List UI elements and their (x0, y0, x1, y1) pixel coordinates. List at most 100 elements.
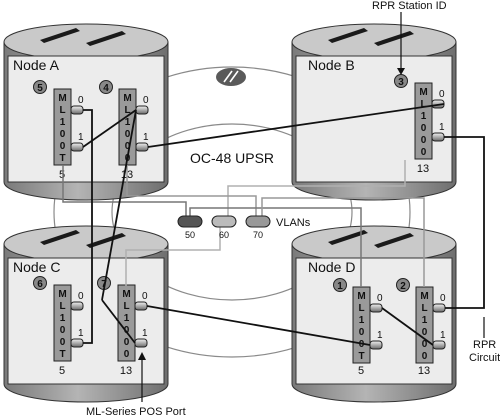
node-a-panel (7, 55, 165, 183)
node-b: Node B 3 M L 1 0 0 0 0 1 13 (291, 23, 457, 201)
vlan-connectors: 50 60 70 (177, 215, 271, 240)
node-d-ml1000-port-0 (432, 303, 446, 313)
node-c-ml1000-port-1 (134, 338, 148, 348)
node-a-title: Node A (13, 57, 60, 73)
vlan-60-connector (211, 215, 237, 228)
rpr-links (82, 103, 485, 346)
svg-text:1: 1 (78, 328, 84, 339)
node-d-station-badge (333, 278, 347, 292)
node-d-top-slits (328, 230, 414, 248)
vlan-50-label: 50 (185, 230, 195, 240)
svg-text:L: L (420, 99, 426, 110)
svg-text:L: L (59, 105, 65, 116)
node-c-title: Node C (13, 259, 60, 275)
svg-text:6: 6 (37, 279, 43, 290)
link-a-ml1000-p1-to-b-p0 (147, 103, 445, 148)
svg-text:0: 0 (359, 327, 365, 338)
node-c-ml1000-port-0 (134, 301, 148, 311)
rpr-circuit-label-line1: RPR (473, 339, 496, 351)
svg-text:1: 1 (124, 313, 130, 324)
svg-text:0: 0 (78, 291, 84, 302)
svg-text:1: 1 (421, 111, 427, 122)
svg-text:M: M (122, 289, 130, 300)
svg-text:0: 0 (440, 293, 446, 304)
svg-text:0: 0 (124, 349, 130, 360)
svg-text:5: 5 (59, 365, 65, 377)
svg-text:L: L (59, 301, 65, 312)
node-c-panel (7, 257, 165, 385)
svg-text:1: 1 (142, 328, 148, 339)
link-a-ml1000-p0-to-c-ml1000-p1 (101, 109, 137, 301)
node-c: Node C 6 M L 1 0 0 T 0 1 5 7 M L 1 0 0 (3, 225, 169, 403)
svg-text:0: 0 (377, 293, 383, 304)
node-a-ml1000-port-0 (135, 105, 149, 115)
svg-text:0: 0 (60, 337, 66, 348)
svg-text:M: M (357, 291, 365, 302)
svg-text:4: 4 (103, 83, 109, 94)
station-id-arrowhead (397, 68, 405, 75)
svg-text:5: 5 (59, 169, 65, 181)
link-d-ml100t-p0-to-d-ml1000-p1 (381, 307, 434, 346)
svg-text:1: 1 (78, 132, 84, 143)
svg-text:13: 13 (418, 365, 430, 377)
link-a-ml100t-p0-to-c-ml100t-p1 (83, 109, 93, 344)
node-b-title: Node B (308, 57, 355, 73)
svg-text:0: 0 (124, 337, 130, 348)
node-b-ml1000-port-1 (431, 132, 445, 142)
vlan-lines (62, 160, 425, 287)
svg-text:L: L (421, 303, 427, 314)
ring-label: OC-48 UPSR (190, 150, 274, 166)
node-b-top-slits (328, 28, 414, 46)
vlan-70-connector (245, 215, 271, 228)
node-a-ml1000-port-1 (135, 142, 149, 152)
rpr-circuit-b-to-d (444, 136, 485, 309)
svg-text:1: 1 (337, 281, 343, 292)
svg-text:1: 1 (422, 315, 428, 326)
fiber-link-icon (216, 68, 246, 86)
link-c-ml1000-p0-to-d-ml100t-p1 (146, 305, 371, 346)
svg-text:3: 3 (398, 77, 404, 88)
svg-text:M: M (58, 289, 66, 300)
vlan-line-70-a (126, 165, 257, 218)
node-d-title: Node D (308, 259, 355, 275)
rpr-station-id-label: RPR Station ID (372, 0, 447, 12)
svg-text:0: 0 (125, 129, 131, 140)
svg-text:0: 0 (60, 129, 66, 140)
svg-text:L: L (124, 105, 130, 116)
svg-text:0: 0 (60, 325, 66, 336)
svg-text:0: 0 (422, 327, 428, 338)
svg-text:1: 1 (439, 122, 445, 133)
vlan-70-label: 70 (253, 230, 263, 240)
svg-text:0: 0 (439, 89, 445, 100)
node-a-station-badge (33, 80, 47, 94)
svg-text:0: 0 (78, 95, 84, 106)
svg-text:1: 1 (377, 330, 383, 341)
svg-text:M: M (58, 93, 66, 104)
svg-text:0: 0 (421, 147, 427, 158)
node-a-ml100t-port-1 (70, 142, 84, 152)
rpr-circuit-label-line2: Circuit (469, 352, 500, 364)
vlan-line-60-c (125, 226, 221, 286)
node-d: Node D 1 M L 1 0 0 T 0 1 5 2 M L 1 0 0 (291, 225, 457, 403)
node-b-card-ml1000: 3 M L 1 0 0 0 0 1 13 (394, 74, 445, 175)
node-a-top-slits (40, 28, 126, 46)
vlan-line-50-a (62, 165, 187, 218)
node-c-card-ml100t: 6 M L 1 0 0 T 0 1 5 (33, 276, 84, 377)
svg-text:1: 1 (60, 117, 66, 128)
svg-text:0: 0 (142, 291, 148, 302)
node-d-ml1000-port-1 (432, 340, 446, 350)
svg-text:0: 0 (125, 141, 131, 152)
vlans-label: VLANs (276, 217, 311, 229)
vlan-60-label: 60 (219, 230, 229, 240)
svg-text:0: 0 (60, 141, 66, 152)
svg-text:M: M (123, 93, 131, 104)
svg-text:0: 0 (422, 339, 428, 350)
svg-text:2: 2 (400, 281, 406, 292)
svg-text:5: 5 (358, 365, 364, 377)
svg-text:0: 0 (422, 351, 428, 362)
svg-text:5: 5 (37, 83, 43, 94)
svg-text:0: 0 (421, 135, 427, 146)
svg-text:1: 1 (143, 132, 149, 143)
svg-text:1: 1 (359, 315, 365, 326)
